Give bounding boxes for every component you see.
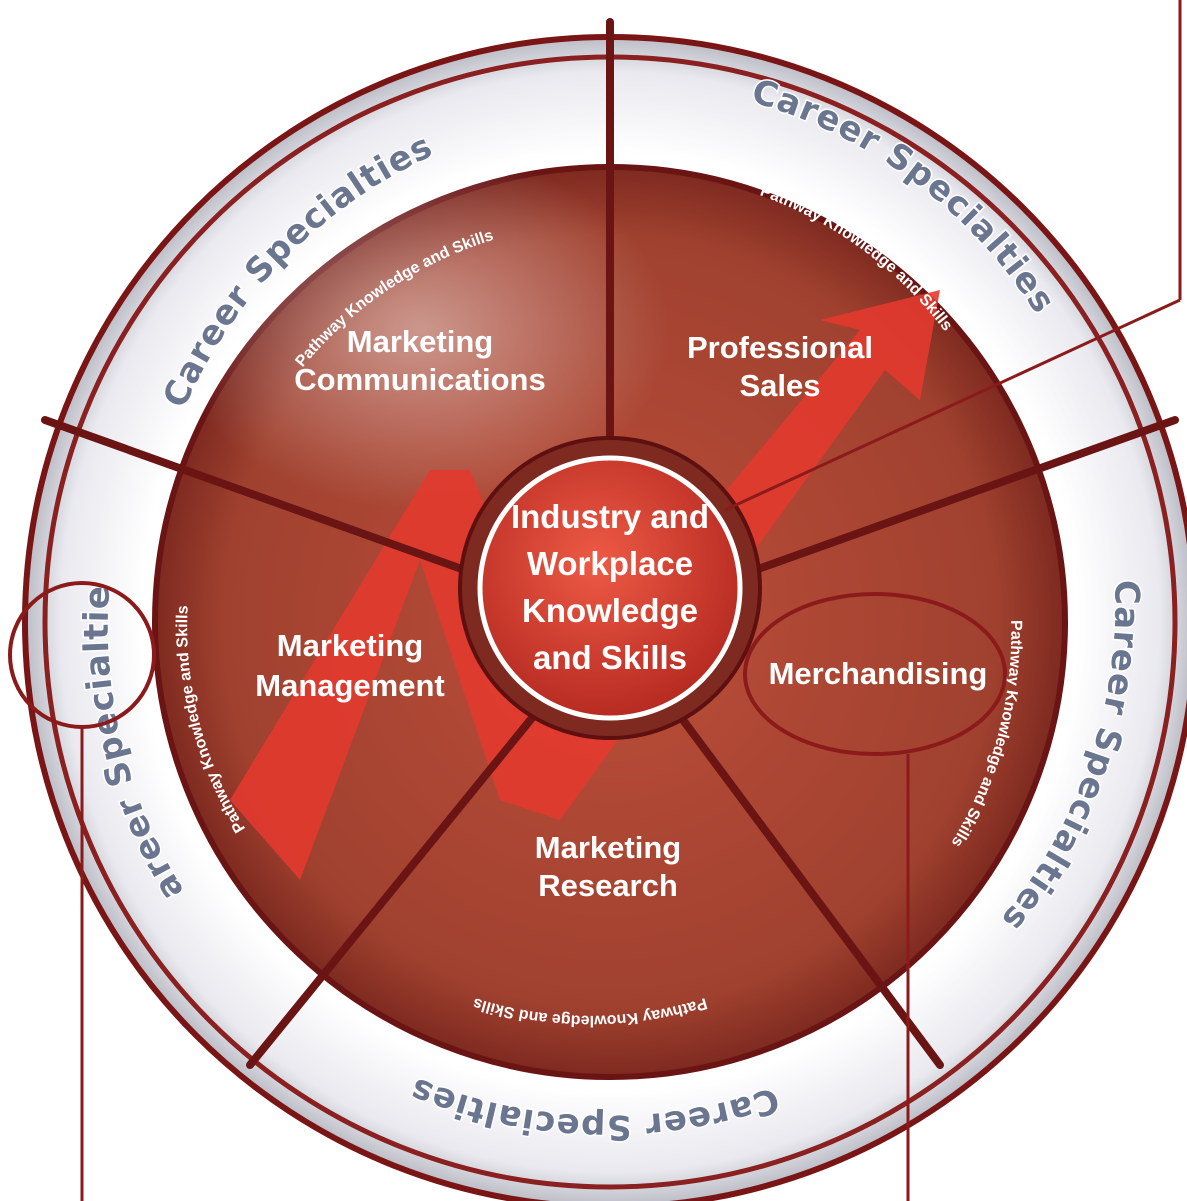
pathway-sales-line-2: Sales (739, 368, 820, 403)
pathway-sales-line-1: Professional (687, 330, 873, 365)
pathway-management-line-1: Marketing (277, 628, 423, 663)
pathway-research-line-1: Marketing (535, 830, 681, 865)
center-line-3: Knowledge (522, 592, 698, 629)
pathway-communications-line-1: Marketing (347, 324, 493, 359)
callouts (8, 0, 1182, 1201)
center-line-4: and Skills (533, 639, 687, 676)
merchandising-highlight (743, 592, 1007, 756)
center-hub (477, 455, 743, 721)
pathway-research-line-2: Research (538, 868, 678, 903)
pathway-merchandising: Merchandising (769, 656, 988, 691)
growth-arrow (230, 290, 940, 880)
center-line-1: Industry and (511, 498, 709, 535)
center-line-2: Workplace (527, 545, 693, 582)
pathway-management-line-2: Management (255, 668, 444, 703)
pathway-communications-line-2: Communications (294, 362, 545, 397)
